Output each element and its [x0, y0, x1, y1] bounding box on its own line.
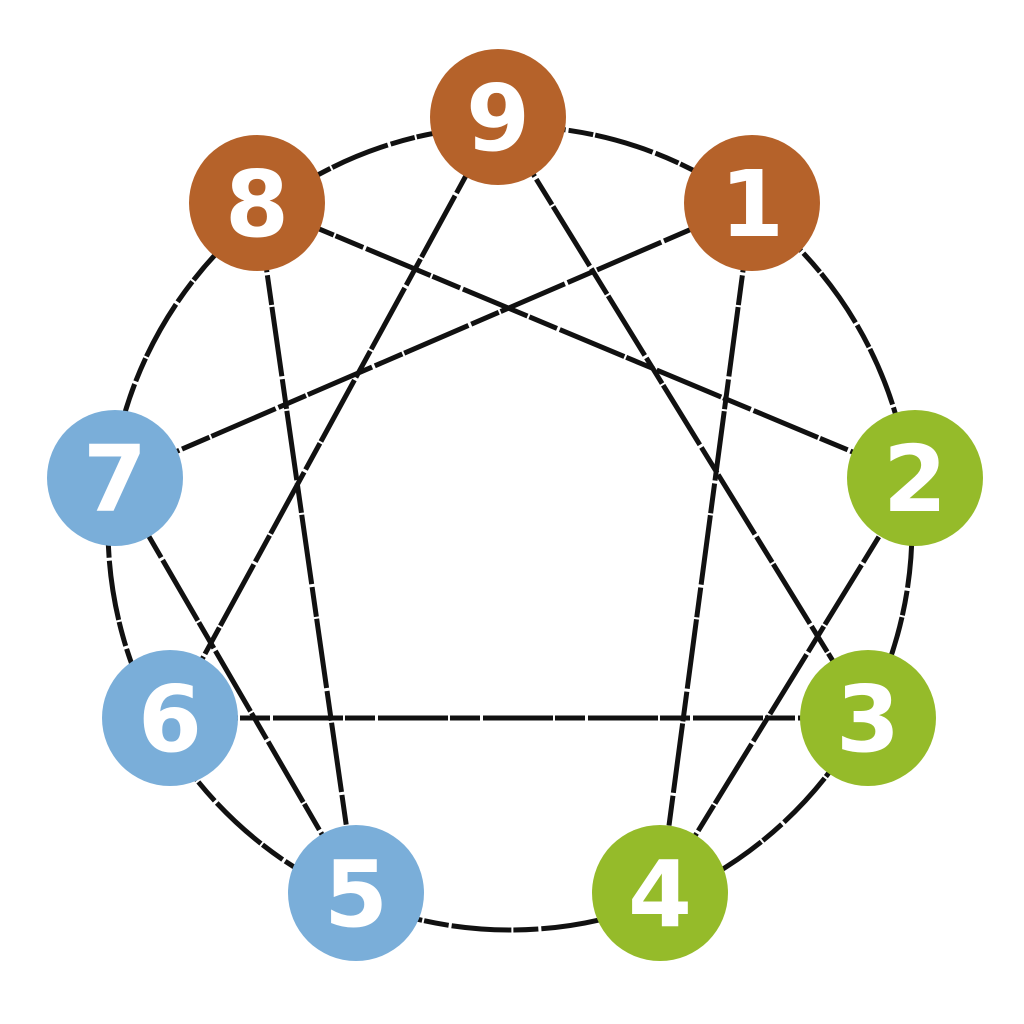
node-label: 9: [466, 65, 530, 172]
node-circle: [800, 650, 936, 786]
node-1: 1: [684, 135, 820, 271]
edge-6-9: [167, 115, 501, 720]
node-label: 4: [628, 841, 692, 948]
node-5: 5: [288, 825, 424, 961]
node-8: 8: [189, 135, 325, 271]
edge-8-5: [254, 202, 359, 894]
node-circle: [684, 135, 820, 271]
node-circle: [189, 135, 325, 271]
node-label: 2: [883, 426, 947, 533]
node-circle: [430, 49, 566, 185]
node-6: 6: [102, 650, 238, 786]
node-label: 5: [324, 841, 388, 948]
node-label: 8: [225, 151, 289, 258]
node-circle: [592, 825, 728, 961]
node-2: 2: [847, 410, 983, 546]
node-3: 3: [800, 650, 936, 786]
edge-1-4: [657, 202, 755, 894]
edge-9-3: [495, 115, 871, 720]
node-label: 6: [138, 666, 202, 773]
node-circle: [847, 410, 983, 546]
node-9: 9: [430, 49, 566, 185]
node-label: 3: [836, 666, 900, 773]
node-circle: [288, 825, 424, 961]
edge-5-7: [112, 476, 359, 895]
node-label: 7: [83, 426, 147, 533]
node-4: 4: [592, 825, 728, 961]
edge-7-1: [114, 200, 753, 481]
node-circle: [47, 410, 183, 546]
edge-2-8: [256, 200, 916, 481]
node-label: 1: [720, 151, 784, 258]
edge-4-2: [657, 476, 918, 895]
node-7: 7: [47, 410, 183, 546]
node-circle: [102, 650, 238, 786]
